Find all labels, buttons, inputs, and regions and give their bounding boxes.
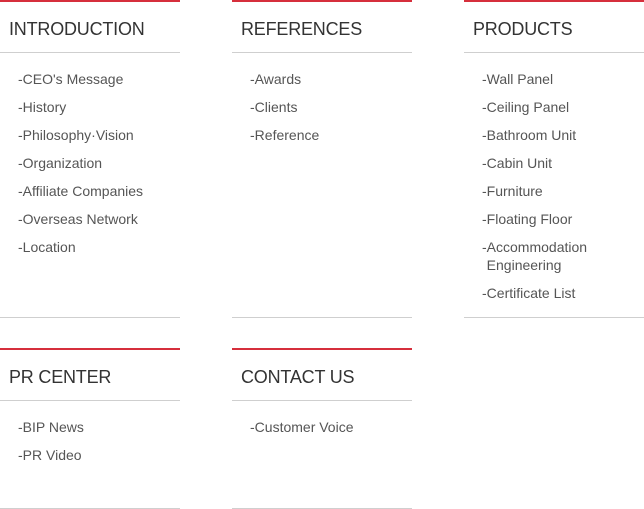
link-pr-video[interactable]: -PR Video — [18, 447, 82, 463]
section-divider — [464, 52, 644, 53]
link-affiliate-companies[interactable]: -Affiliate Companies — [18, 183, 144, 199]
link-certificate-list[interactable]: -Certificate List — [482, 285, 576, 301]
section-accent-line — [232, 0, 412, 2]
link-awards[interactable]: -Awards — [250, 71, 302, 87]
link-customer-voice[interactable]: -Customer Voice — [250, 419, 354, 435]
section-products: PRODUCTS -Wall Panel -Ceiling Panel -Bat… — [464, 0, 644, 318]
link-bathroom-unit[interactable]: -Bathroom Unit — [482, 127, 577, 143]
section-footer-line — [232, 317, 412, 318]
link-ceiling-panel[interactable]: -Ceiling Panel — [482, 99, 570, 115]
pr-center-links: -BIP News -PR Video — [18, 418, 180, 474]
section-title-contact-us: CONTACT US — [241, 367, 355, 387]
section-divider — [232, 400, 412, 401]
section-accent-line — [0, 0, 180, 2]
link-philosophy-vision[interactable]: -Philosophy·Vision — [18, 127, 134, 143]
section-footer-line — [0, 317, 180, 318]
section-title-introduction: INTRODUCTION — [9, 19, 145, 39]
link-floating-floor[interactable]: -Floating Floor — [482, 211, 573, 227]
link-ceos-message[interactable]: -CEO's Message — [18, 71, 124, 87]
section-contact-us: CONTACT US -Customer Voice — [232, 348, 412, 509]
link-location[interactable]: -Location — [18, 239, 76, 255]
contact-us-links: -Customer Voice — [250, 418, 412, 446]
section-footer-line — [464, 317, 644, 318]
section-divider — [0, 400, 180, 401]
link-furniture[interactable]: -Furniture — [482, 183, 543, 199]
references-links: -Awards -Clients -Reference — [250, 70, 412, 154]
link-history[interactable]: -History — [18, 99, 67, 115]
link-organization[interactable]: -Organization — [18, 155, 103, 171]
section-references: REFERENCES -Awards -Clients -Reference — [232, 0, 412, 318]
link-overseas-network[interactable]: -Overseas Network — [18, 211, 138, 227]
section-accent-line — [464, 0, 644, 2]
section-divider — [0, 52, 180, 53]
link-wall-panel[interactable]: -Wall Panel — [482, 71, 554, 87]
section-divider — [232, 52, 412, 53]
section-accent-line — [0, 348, 180, 350]
section-introduction: INTRODUCTION -CEO's Message -History -Ph… — [0, 0, 180, 318]
section-title-products: PRODUCTS — [473, 19, 573, 39]
link-reference[interactable]: -Reference — [250, 127, 320, 143]
introduction-links: -CEO's Message -History -Philosophy·Visi… — [18, 70, 180, 266]
link-bip-news[interactable]: -BIP News — [18, 419, 84, 435]
link-accommodation-engineering[interactable]: -Accommodation Engineering — [482, 239, 588, 273]
products-links: -Wall Panel -Ceiling Panel -Bathroom Uni… — [482, 70, 644, 312]
link-cabin-unit[interactable]: -Cabin Unit — [482, 155, 553, 171]
section-title-pr-center: PR CENTER — [9, 367, 112, 387]
section-pr-center: PR CENTER -BIP News -PR Video — [0, 348, 180, 509]
section-title-references: REFERENCES — [241, 19, 363, 39]
link-clients[interactable]: -Clients — [250, 99, 298, 115]
section-accent-line — [232, 348, 412, 350]
